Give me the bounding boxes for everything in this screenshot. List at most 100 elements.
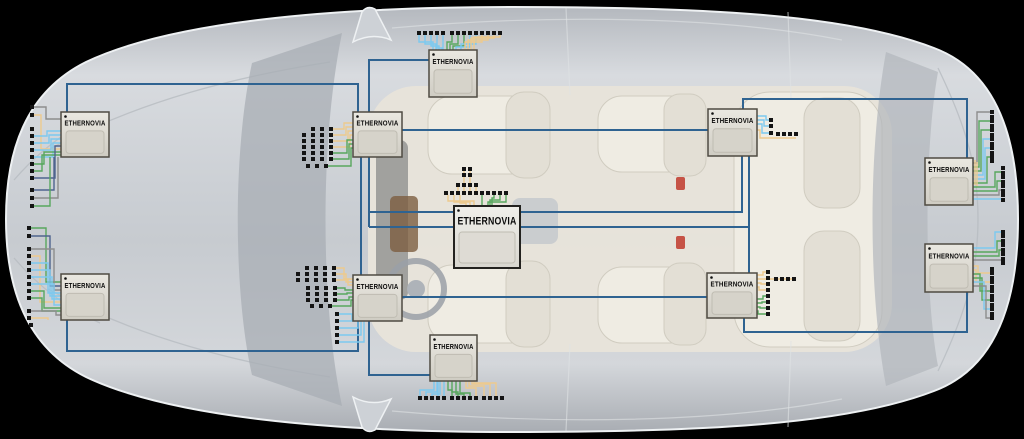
chip-die: [434, 353, 473, 378]
sensor-wire-green: [757, 306, 766, 309]
sensor-pin: [1001, 230, 1005, 234]
seatbelt-buckle-lower: [676, 236, 685, 249]
sensor-pin: [990, 271, 994, 275]
sensor-pin: [328, 304, 332, 308]
sensor-pin: [320, 145, 324, 149]
sensor-pin: [311, 127, 315, 131]
sensor-pin: [335, 326, 339, 330]
sensor-pin: [990, 307, 994, 311]
ethernet-link-rear-top-spine: [742, 98, 968, 158]
sensor-pin: [30, 169, 34, 173]
sensor-pin: [456, 191, 460, 195]
sensor-wire-green: [447, 381, 453, 396]
trunk-line: [937, 67, 979, 372]
sensor-wire-green: [973, 120, 990, 168]
pin1-marker: [928, 161, 931, 164]
sensor-pin: [766, 294, 770, 298]
sensor-pin: [766, 300, 770, 304]
sensor-pin: [468, 167, 472, 171]
sensor-pin: [30, 105, 34, 109]
sensor-pin: [418, 396, 422, 400]
pin1-marker: [356, 115, 359, 118]
sensor-wire-green: [452, 35, 465, 50]
sensor-pin: [1001, 252, 1005, 256]
chip-brand-label: ETHERNOVIA: [65, 121, 106, 128]
sensor-pin: [27, 247, 31, 251]
sunroof-edge-top: [391, 18, 843, 41]
sensor-wire-cyan: [31, 276, 61, 300]
sensor-pin: [450, 191, 454, 195]
sensor-wire-gray: [34, 106, 61, 120]
sensor-wire-green: [973, 180, 1001, 192]
sensor-pin: [29, 323, 33, 327]
chip-brand-label: ETHERNOVIA: [712, 118, 754, 125]
sensor-pin: [27, 261, 31, 265]
sensor-pin: [462, 191, 466, 195]
seatback-mid-lower: [663, 262, 707, 346]
sensor-wire-green: [757, 301, 766, 304]
sensor-pin: [1001, 257, 1005, 261]
sensor-wire-green: [973, 156, 990, 184]
sensor-pin: [480, 31, 484, 35]
chip-brand-label: ETHERNOVIA: [434, 344, 474, 351]
sensor-pin: [333, 292, 337, 296]
pin1-marker: [432, 53, 435, 56]
seatback-mid-upper: [663, 93, 707, 177]
ethernet-link-rear-bottom-spine: [743, 292, 968, 333]
sensor-pin: [324, 298, 328, 302]
sensor-wire-orange: [31, 255, 61, 303]
sensor-pin: [794, 132, 798, 136]
sensor-pin: [990, 128, 994, 132]
sensor-wire-green: [757, 295, 766, 300]
sensor-pin: [769, 118, 773, 122]
sensor-pin: [1001, 175, 1005, 179]
sensor-pin: [435, 31, 439, 35]
sensor-pin: [468, 31, 472, 35]
chip-die: [711, 291, 753, 315]
ecu-chip-front-left-upper: ETHERNOVIA: [60, 111, 110, 158]
sensor-wire-green: [34, 154, 61, 172]
sensor-pin: [319, 304, 323, 308]
pin1-marker: [457, 209, 460, 212]
sensor-pin: [424, 396, 428, 400]
ecu-chip-cockpit-upper: ETHERNOVIA: [352, 111, 403, 158]
sensor-pin: [335, 340, 339, 344]
sensor-wire-green: [34, 151, 61, 165]
sensor-pin: [474, 183, 478, 187]
sensor-wire-orange: [453, 195, 471, 206]
sensor-pin: [335, 312, 339, 316]
sensor-pin: [990, 159, 994, 163]
sensor-pin: [1001, 239, 1005, 243]
pin1-marker: [433, 338, 436, 341]
sensor-wire-orange: [31, 317, 49, 320]
sensor-pin: [320, 133, 324, 137]
sensor-pin: [488, 396, 492, 400]
sensor-pin: [492, 191, 496, 195]
sensor-wire-orange: [459, 195, 467, 206]
sensor-pin: [774, 277, 778, 281]
sensor-wire-navy: [34, 145, 61, 179]
rear-window: [872, 52, 938, 386]
sensor-pin: [450, 31, 454, 35]
sensor-pin: [305, 278, 309, 282]
sensor-wire-green: [333, 143, 353, 160]
ecu-chip-rear-right-upper: ETHERNOVIA: [924, 157, 974, 206]
sensor-wire-orange: [336, 279, 353, 286]
sensor-pin: [323, 266, 327, 270]
sensor-pin: [769, 131, 773, 135]
sensor-pins-layer: [27, 31, 1005, 400]
door-seam-bottom-b: [787, 340, 792, 428]
sensor-pin: [329, 133, 333, 137]
sensor-pin: [302, 151, 306, 155]
sensor-wire-gray: [973, 189, 1001, 196]
chip-brand-label: ETHERNOVIA: [357, 121, 399, 128]
sensor-wire-green: [487, 195, 507, 206]
sensor-pin: [504, 191, 508, 195]
sensor-pin: [462, 183, 466, 187]
sensor-wire-orange: [473, 381, 497, 396]
sensor-pin: [766, 270, 770, 274]
sensor-wire-green: [337, 292, 353, 295]
ecu-chip-cockpit-lower: ETHERNOVIA: [352, 274, 403, 322]
sensor-pin: [27, 234, 31, 238]
